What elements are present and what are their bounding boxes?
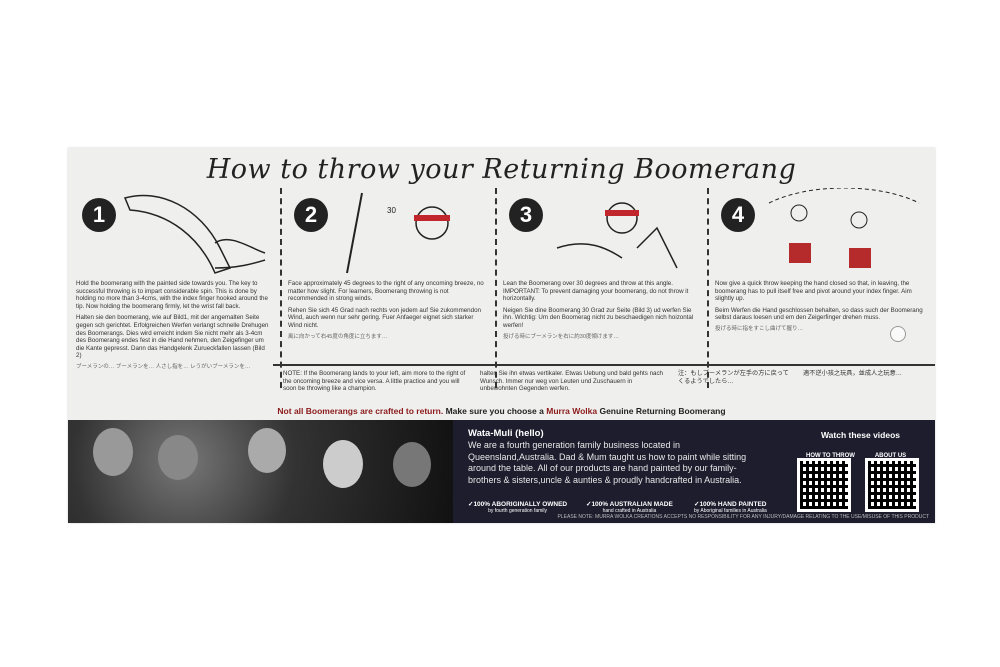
hang-hole xyxy=(890,326,906,342)
person-leaning-boomerang-illustration xyxy=(556,202,678,269)
step-1: 1 Hold the boomerang with the painted si… xyxy=(70,188,278,388)
about-body: We are a fourth generation family busine… xyxy=(468,440,747,485)
step-number: 4 xyxy=(721,198,755,232)
banner-part3: Genuine Returning Boomerang xyxy=(599,406,726,416)
qr-code-about-us[interactable] xyxy=(865,458,919,512)
step-text-jp: 投げる時にブーメランを右に約30度傾けます… xyxy=(503,333,619,340)
promo-banner: Not all Boomerangs are crafted to return… xyxy=(68,406,935,416)
step-text-de: Neigen Sie dine Boomerang 30 Grad zur Se… xyxy=(503,306,694,329)
qr-label-about-us: ABOUT US xyxy=(874,453,907,459)
step-text-de: Rehen Sie sich 45 Grad nach rechts von j… xyxy=(288,306,481,329)
disclaimer: PLEASE NOTE: MURRA WOLKA CREATIONS ACCEP… xyxy=(557,514,929,520)
step-2: 2 30 Face approximately 45 degrees to th… xyxy=(280,188,495,388)
about-section: Wata-Muli (hello) We are a fourth genera… xyxy=(68,420,935,523)
badge-sub: by Aboriginal families in Australia xyxy=(694,508,767,514)
step-text-de: Beim Werfen die Hand geschlossen behalte… xyxy=(715,306,923,322)
divider xyxy=(273,364,935,366)
step-number: 1 xyxy=(82,198,116,232)
qr-code-how-to-throw[interactable] xyxy=(797,458,851,512)
videos-heading: Watch these videos xyxy=(820,430,901,440)
badge-title: ✓100% ABORIGINALLY OWNED xyxy=(468,501,568,508)
note-german: halten Sie ihn etwas vertikaler. Etwas U… xyxy=(480,370,663,393)
hand-holding-boomerang-illustration xyxy=(123,194,266,274)
card-title: How to throw your Returning Boomerang xyxy=(206,154,797,185)
badge-sub: by fourth generation family xyxy=(488,508,548,514)
step-text-jp: 風に向かって右45度の角度に立ちます… xyxy=(288,333,388,340)
family-photo xyxy=(68,420,453,523)
step-text-en: Now give a quick throw keeping the hand … xyxy=(715,280,912,303)
badge-title: ✓100% AUSTRALIAN MADE xyxy=(586,501,673,508)
step-text-de: Halten sie den boomerang, wie auf Bild1,… xyxy=(76,314,269,360)
step-number: 2 xyxy=(294,198,328,232)
note-chinese: 適不逆小孩之玩具，並成人之玩意… xyxy=(803,370,902,377)
badge-sub: hand crafted in Australia xyxy=(602,508,657,514)
step-text-en: Lean the Boomerang over 30 degrees and t… xyxy=(503,280,689,303)
step-text-en: Hold the boomerang with the painted side… xyxy=(76,280,268,310)
badge-title: ✓100% HAND PAINTED xyxy=(694,501,767,508)
brand-name: Murra Wolka xyxy=(546,406,598,416)
banner-part2: Make sure you choose a xyxy=(445,406,544,416)
step-4: 4 Now give a quick throw keeping the han… xyxy=(707,188,935,388)
person-facing-wind-illustration: 30 xyxy=(346,192,450,274)
videos-panel: Watch these videos HOW TO THROW ABOUT US xyxy=(793,430,928,512)
note-english: NOTE: If the Boomerang lands to your lef… xyxy=(283,370,466,393)
step-number: 3 xyxy=(509,198,543,232)
instruction-card: How to throw your Returning Boomerang 1 … xyxy=(68,148,935,523)
step-3: 3 Lean the Boomerang over 30 degrees and… xyxy=(495,188,707,388)
throwing-figures-illustration xyxy=(768,188,920,268)
step-text-en: Face approximately 45 degrees to the rig… xyxy=(288,280,484,303)
note-japanese: 注：もしブーメランが左手の方に戻ってくるようでしたら… xyxy=(678,370,789,385)
step-text-jp: ブーメランの… ブーメランを… 人さし指を… レうがいブーメランを… xyxy=(76,363,251,370)
qr-label-how-to-throw: HOW TO THROW xyxy=(806,453,855,459)
about-heading: Wata-Muli (hello) xyxy=(468,428,544,439)
step-text-jp: 投げる時に指をすこし曲げて握り… xyxy=(715,325,804,332)
angle-label: 30 xyxy=(387,206,396,215)
banner-part1: Not all Boomerangs are crafted to return… xyxy=(277,406,444,416)
